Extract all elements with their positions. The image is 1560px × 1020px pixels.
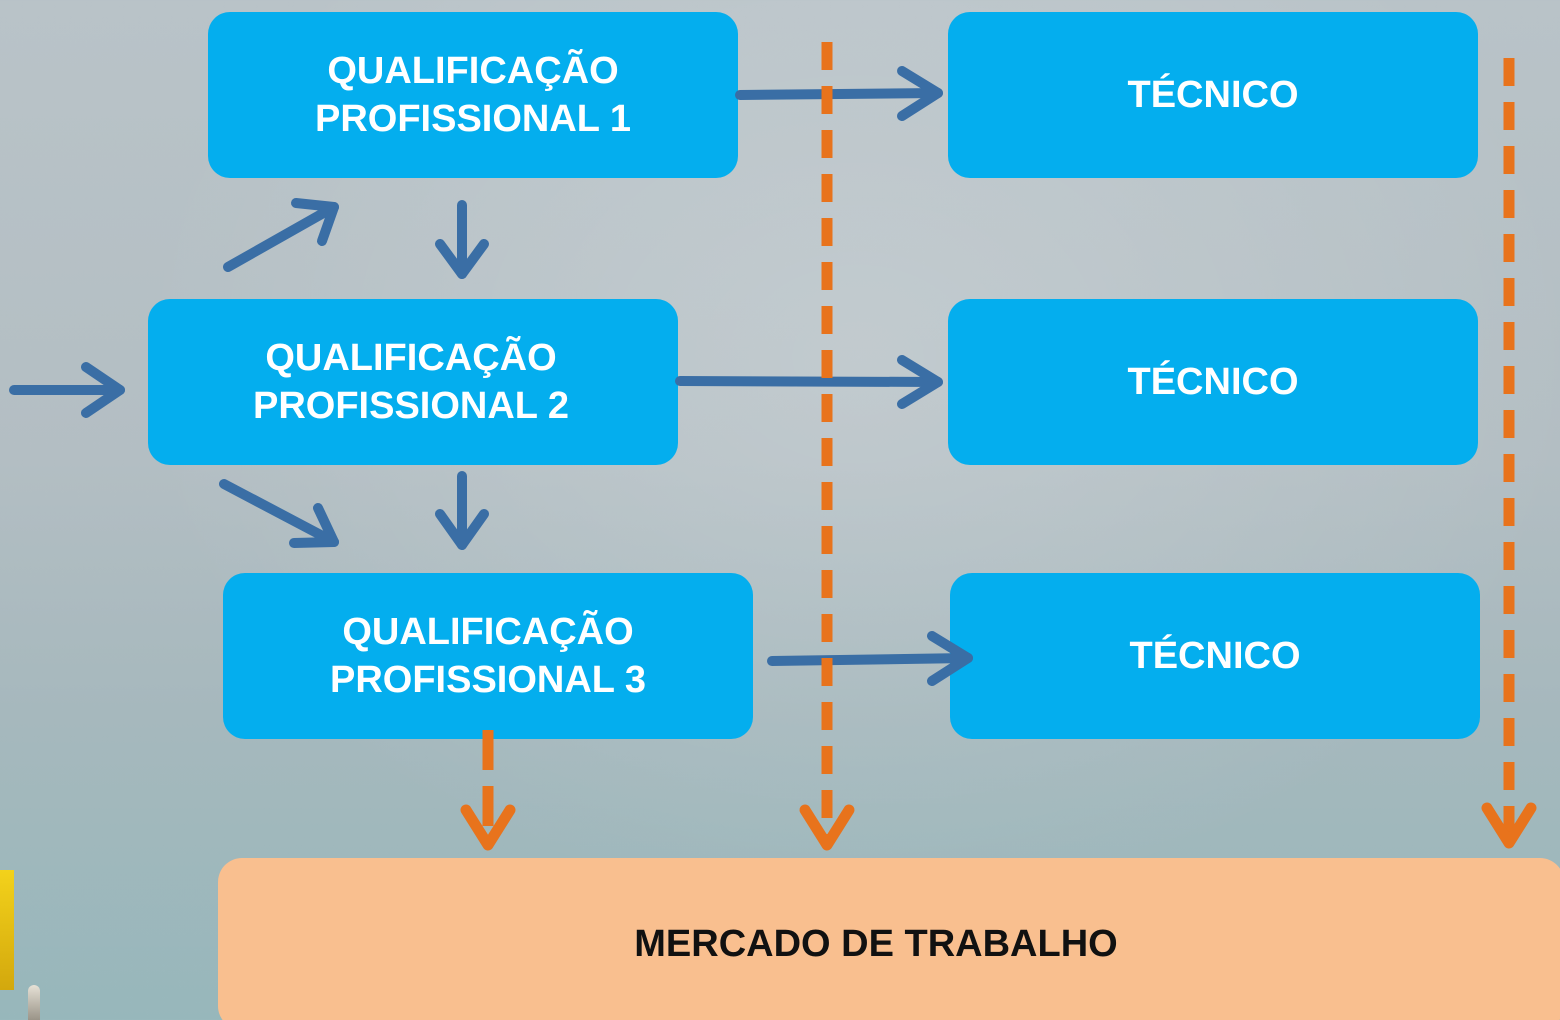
technician-box-2: TÉCNICO: [948, 299, 1478, 465]
qualification-1-line1: QUALIFICAÇÃO: [327, 50, 619, 92]
job-market-label: MERCADO DE TRABALHO: [634, 922, 1118, 965]
qualification-3-line2: PROFISSIONAL 3: [329, 659, 647, 701]
technician-box-1: TÉCNICO: [948, 12, 1478, 178]
qualification-box-3: QUALIFICAÇÃO PROFISSIONAL 3: [223, 573, 753, 739]
technician-3-label: TÉCNICO: [1129, 635, 1301, 677]
arrow-q1-to-technician-1: [735, 66, 943, 121]
dashed-arrow-right-to-market: [1481, 58, 1537, 849]
arrow-q2-to-technician-2: [675, 355, 943, 409]
qualification-3-line1: QUALIFICAÇÃO: [342, 611, 634, 653]
technician-2-label: TÉCNICO: [1127, 361, 1299, 403]
technician-1-label: TÉCNICO: [1127, 74, 1299, 116]
arrow-q2-to-q1: [223, 198, 339, 272]
arrow-q3-to-technician-3: [767, 631, 973, 686]
background-yellow-structure: [0, 870, 14, 990]
dashed-arrow-middle-to-market: [799, 42, 855, 851]
qualification-1-line2: PROFISSIONAL 1: [314, 98, 632, 140]
arrow-q2-to-q3-down: [435, 471, 489, 550]
qualification-box-1: QUALIFICAÇÃO PROFISSIONAL 1: [208, 12, 738, 178]
background-tower: [28, 985, 40, 1020]
qualification-box-2: QUALIFICAÇÃO PROFISSIONAL 2: [148, 299, 678, 465]
qualification-2-line1: QUALIFICAÇÃO: [265, 337, 557, 379]
dashed-arrow-q3-to-market: [460, 730, 516, 851]
arrow-q1-to-q2: [435, 200, 489, 279]
technician-box-3: TÉCNICO: [950, 573, 1480, 739]
arrow-q2-to-q3-diagonal: [219, 479, 339, 548]
qualification-2-line2: PROFISSIONAL 2: [252, 385, 570, 427]
entry-arrow: [9, 362, 125, 418]
job-market-box: MERCADO DE TRABALHO: [218, 858, 1560, 1020]
